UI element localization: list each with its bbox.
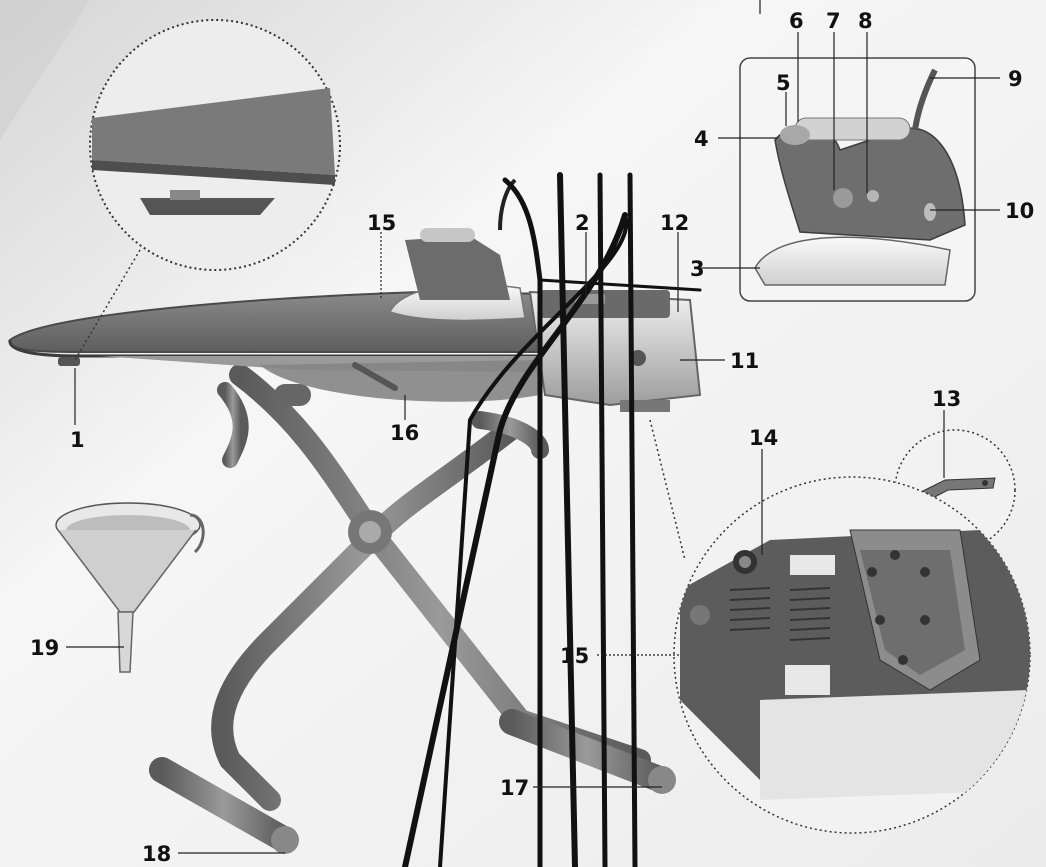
callout-labels: 1 2 3 4 5 6 7 8 9 10 11 12 13 14 15 15 1… bbox=[30, 9, 1034, 866]
detail-zoom-board-edge bbox=[74, 19, 341, 361]
detail-zoom-underside bbox=[649, 419, 1031, 834]
callout-4: 4 bbox=[694, 127, 709, 151]
power-cables bbox=[402, 172, 702, 867]
callout-18: 18 bbox=[142, 842, 171, 866]
callout-2: 2 bbox=[575, 211, 590, 235]
callout-9: 9 bbox=[1008, 67, 1023, 91]
callout-15-board: 15 bbox=[367, 211, 396, 235]
leader-lines bbox=[66, 0, 1000, 854]
callout-3: 3 bbox=[690, 257, 705, 281]
ironing-board bbox=[8, 178, 702, 854]
iron-on-board-icon bbox=[388, 178, 526, 322]
funnel-icon bbox=[55, 502, 205, 673]
iron-detail-inset bbox=[739, 57, 976, 302]
callout-10: 10 bbox=[1005, 199, 1034, 223]
callout-19: 19 bbox=[30, 636, 59, 660]
callout-17: 17 bbox=[500, 776, 529, 800]
callout-15-underside: 15 bbox=[560, 644, 589, 668]
callout-12: 12 bbox=[660, 211, 689, 235]
callout-6: 6 bbox=[789, 9, 804, 33]
callout-1: 1 bbox=[70, 428, 85, 452]
callout-14: 14 bbox=[749, 426, 778, 450]
callout-11: 11 bbox=[730, 349, 759, 373]
callout-5: 5 bbox=[776, 71, 791, 95]
callout-13: 13 bbox=[932, 387, 961, 411]
callout-16: 16 bbox=[390, 421, 419, 445]
callout-7: 7 bbox=[826, 9, 841, 33]
callout-8: 8 bbox=[858, 9, 873, 33]
